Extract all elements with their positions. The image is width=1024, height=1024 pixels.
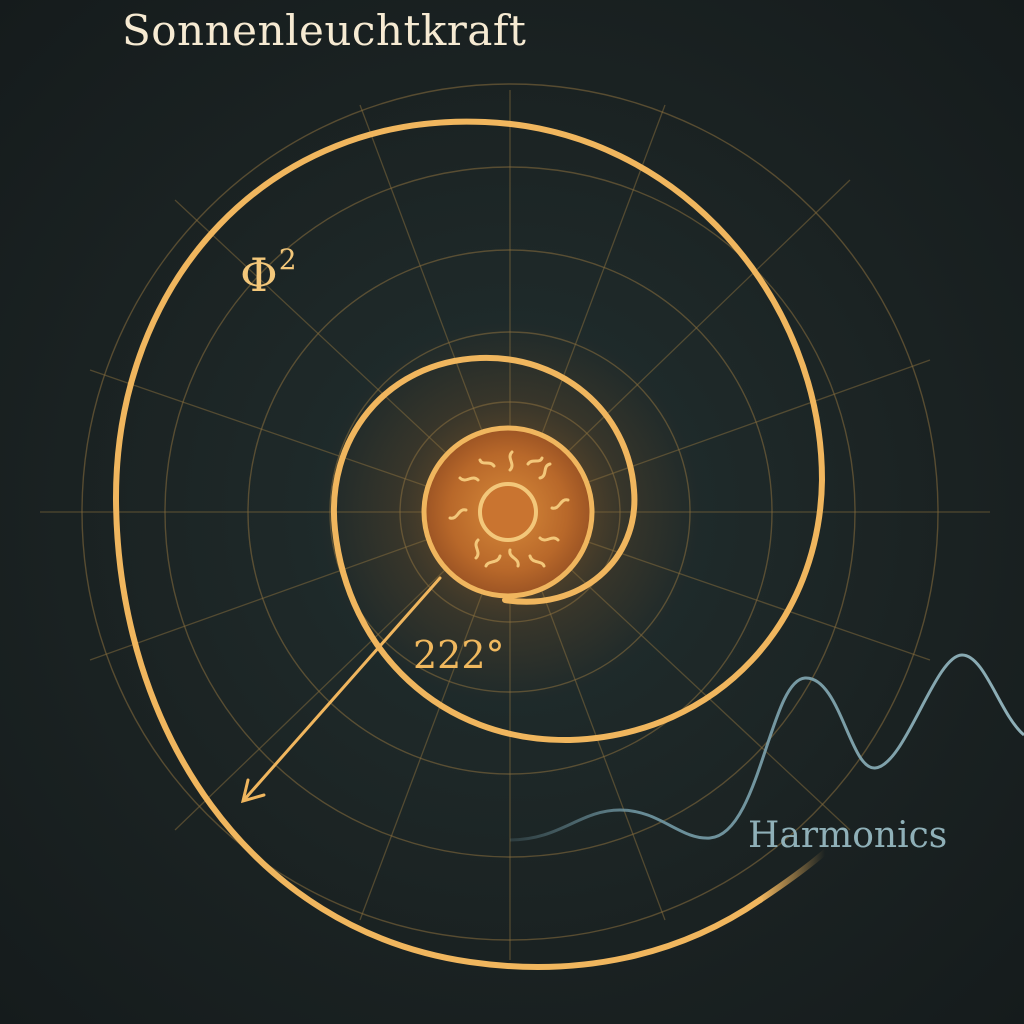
arrow-icon	[240, 576, 442, 804]
phi-squared-label: Φ2	[240, 243, 297, 299]
phi-exponent: 2	[278, 243, 297, 276]
harmonics-label: Harmonics	[748, 815, 948, 856]
angle-label: 222°	[413, 633, 505, 677]
phi-symbol: Φ	[240, 248, 278, 302]
phi-spiral	[112, 118, 828, 970]
sun-icon	[421, 425, 595, 599]
harmonics-wave	[509, 653, 1024, 842]
spiral-path	[112, 118, 826, 970]
page-title: Sonnenleuchtkraft	[122, 6, 527, 55]
spiral-tail	[757, 849, 828, 903]
